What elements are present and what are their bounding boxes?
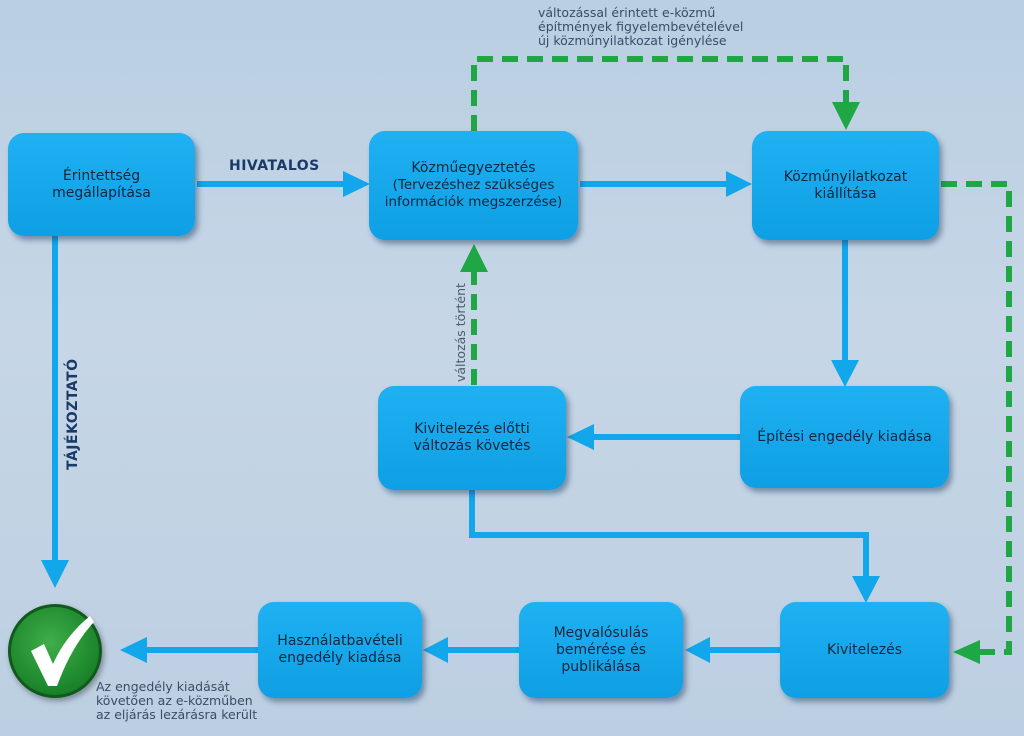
box-kozmunyilatkozat-label: Közműnyilatkozat kiállítása	[783, 168, 908, 202]
note-top-line-3: új közműnyilatkozat igénylése	[538, 33, 727, 48]
note-top: változással érintett e-közmű építmények …	[538, 6, 743, 48]
note-end: Az engedély kiadását követően az e-közmű…	[96, 680, 257, 722]
arrow-kozmu-line	[580, 181, 728, 187]
arrow-hivatalos-line	[197, 181, 345, 187]
note-end-line-2: követően az e-közműben	[96, 693, 253, 708]
note-end-line-1: Az engedély kiadását	[96, 679, 230, 694]
arrow-hasznalat-head	[120, 637, 147, 663]
arrow-kozmu-head	[726, 171, 752, 197]
box-megvalosulas: Megvalósulás bemérése és publikálása	[519, 602, 683, 698]
box-erintettseg: Érintettség megállapítása	[8, 133, 195, 236]
arrow-elotti-down-line	[469, 490, 475, 538]
arrow-tajekoztato-line	[52, 236, 58, 562]
label-valtozas-tortent: változás történt	[453, 283, 468, 382]
arrow-megvalosulas-head	[423, 637, 448, 663]
box-kozmunyilatkozat: Közműnyilatkozat kiállítása	[752, 131, 939, 240]
completed-check-badge	[8, 604, 102, 698]
arrow-elotti-horizontal-line	[469, 532, 869, 538]
box-megvalosulas-label: Megvalósulás bemérése és publikálása	[553, 624, 649, 675]
note-top-line-2: építmények figyelembevételével	[538, 19, 744, 34]
box-kozmuegyeztetes: Közműegyeztetés (Tervezéshez szükséges i…	[369, 131, 578, 240]
dashed-top-loop	[471, 56, 849, 131]
arrow-hivatalos-head	[343, 171, 370, 197]
box-kivitelezes-elotti: Kivitelezés előtti változás követés	[378, 386, 566, 490]
label-hivatalos: HIVATALOS	[229, 158, 320, 174]
arrow-nyilatkozat-down-head	[831, 360, 859, 387]
box-kozmuegyeztetes-title: Közműegyeztetés	[411, 160, 536, 176]
arrow-tajekoztato-head	[41, 560, 69, 588]
dashed-right-loop	[941, 181, 1012, 655]
arrow-hasznalat-line	[145, 647, 258, 653]
box-kivitelezes: Kivitelezés	[780, 602, 949, 698]
box-kivitelezes-elotti-label: Kivitelezés előtti változás követés	[413, 421, 531, 454]
dashed-valtozas-head	[460, 244, 488, 272]
arrow-kivitelezes-line	[708, 647, 780, 653]
box-hasznalatbaveteli-label: Használatbavételi engedély kiadása	[277, 633, 403, 666]
arrow-kivitelezes-head	[685, 637, 710, 663]
arrow-megvalosulas-line	[446, 647, 519, 653]
arrow-epitesi-line	[592, 434, 740, 440]
box-kivitelezes-label: Kivitelezés	[826, 641, 903, 658]
arrow-nyilatkozat-down-line	[842, 240, 848, 362]
arrow-elotti-right-down-line	[863, 532, 869, 578]
box-kozmuegyeztetes-subtitle: (Tervezéshez szükséges információk megsz…	[384, 177, 563, 210]
box-epitesi-engedely-label: Építési engedély kiadása	[757, 428, 932, 445]
arrow-elotti-head	[852, 576, 880, 603]
dashed-right-loop-head	[953, 640, 980, 664]
label-tajekoztato: TÁJÉKOZTATÓ	[65, 358, 81, 470]
box-epitesi-engedely: Építési engedély kiadása	[740, 386, 949, 488]
box-hasznalatbaveteli: Használatbavételi engedély kiadása	[258, 602, 422, 698]
note-top-line-1: változással érintett e-közmű	[538, 5, 716, 20]
dashed-top-loop-head	[832, 102, 860, 130]
note-end-line-3: az eljárás lezárásra került	[96, 707, 258, 722]
box-erintettseg-label: Érintettség megállapítása	[52, 167, 151, 201]
arrow-epitesi-head	[567, 424, 594, 450]
